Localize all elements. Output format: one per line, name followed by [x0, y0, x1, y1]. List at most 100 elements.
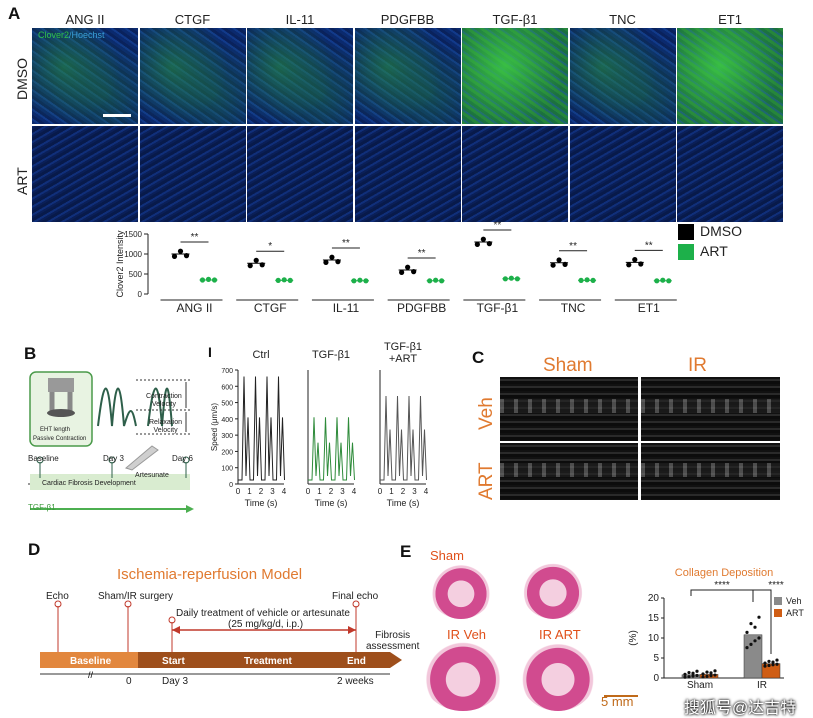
echo-ir-veh: [641, 377, 780, 441]
relaxation-line1: Relaxation: [149, 419, 183, 426]
data-point: [695, 673, 699, 678]
x-axis-label: Time (s): [245, 498, 278, 508]
micrograph-art: [354, 126, 461, 222]
dmso-point: [247, 263, 253, 269]
column-header: TGF-β1: [492, 12, 538, 27]
echo-sham-art: [500, 443, 638, 500]
panel-c-label: C: [472, 348, 485, 367]
contraction-velocity-label: Contraction Velocity: [146, 393, 182, 409]
baseline-bar: [40, 652, 138, 668]
significance-marker: **: [342, 238, 350, 249]
dmso-point: [171, 253, 178, 259]
surgery-label: Sham/IR surgery: [98, 591, 174, 602]
x-axis-label: Time (s): [387, 498, 420, 508]
y-tick-label: 400: [221, 417, 233, 424]
eht-tissue: [47, 409, 75, 417]
significance-marker: **: [418, 248, 426, 259]
category-label: IL-11: [333, 301, 360, 314]
day6-label: Day 6: [172, 454, 193, 463]
timeline-arrow-icon: [390, 652, 402, 668]
data-point: [705, 670, 709, 674]
data-point: [763, 661, 767, 665]
data-point: [709, 671, 713, 675]
data-point: [683, 675, 687, 679]
dose-label: (25 mg/kg/d, i.p.): [228, 619, 304, 630]
data-point: [745, 630, 749, 634]
micrograph-dmso: [569, 28, 676, 124]
art-point: [281, 277, 287, 283]
column-header: ANG II: [65, 12, 105, 27]
data-point: [749, 642, 753, 646]
bar-art-ir: [761, 663, 781, 679]
legend-dmso-swatch: [678, 224, 694, 240]
micrograph-art: [462, 126, 568, 222]
data-point: [691, 671, 695, 675]
data-point: [701, 672, 705, 676]
heart-ir-art: [520, 641, 596, 711]
micrograph-dmso: [139, 28, 246, 124]
micrograph-art: [677, 126, 783, 222]
category-label: IR: [757, 680, 767, 691]
legend-art-swatch: [678, 244, 694, 260]
treatment-bar: [138, 652, 390, 668]
contraction-line2: Velocity: [151, 401, 176, 408]
significance-marker: *: [268, 241, 272, 252]
bar-veh-ir: [743, 634, 763, 679]
x-tick-label: 4: [424, 487, 429, 496]
timeline-schematic: //: [40, 600, 402, 680]
col-sham: Sham: [543, 355, 593, 376]
y-tick-label: 300: [221, 433, 233, 440]
data-point: [709, 674, 713, 678]
data-point: [763, 664, 767, 668]
micrograph-dmso: [354, 28, 461, 124]
column-header: CTGF: [174, 12, 211, 27]
data-point: [713, 669, 717, 673]
y-tick-label: 600: [221, 384, 233, 391]
category-label: TGF-β1: [477, 301, 519, 314]
trace-title: +ART: [389, 353, 418, 365]
panel-b-label: B: [24, 344, 37, 363]
significance-marker: ****: [768, 580, 784, 591]
micrograph-dmso: [247, 28, 353, 124]
legend-swatch: [774, 597, 782, 605]
stain-label: Clover2/Hoechst: [38, 30, 105, 40]
data-point: [695, 669, 699, 673]
art-point: [357, 277, 363, 283]
stain-label-hoechst: /Hoechst: [69, 30, 105, 40]
passive-contraction-label: Passive Contraction: [33, 436, 87, 442]
arrow-icon: [186, 505, 194, 513]
ir-art-label: IR ART: [539, 627, 581, 642]
dmso-point: [626, 262, 632, 268]
baseline-bar-label: Baseline: [70, 656, 112, 667]
chart-title: Collagen Deposition: [675, 567, 773, 579]
heart-scale-bar: [604, 695, 638, 697]
significance-marker: **: [645, 240, 653, 251]
watermark: 搜狐号@达吉特: [684, 700, 797, 717]
micrograph-art: [569, 126, 676, 222]
development-label: Cardiac Fibrosis Development: [42, 480, 136, 487]
y-tick-label: 100: [221, 466, 233, 473]
sham-label: Sham: [430, 548, 464, 563]
art-point: [433, 277, 439, 283]
trace-title: Ctrl: [252, 349, 269, 361]
row-veh: Veh: [476, 397, 497, 430]
speed-trace: [238, 376, 285, 481]
dmso-point: [632, 257, 638, 263]
x-axis-label: Time (s): [315, 498, 348, 508]
daily-treatment-label: Daily treatment of vehicle or artesunate: [176, 608, 350, 619]
tgf-label: TGF-β1: [28, 503, 56, 512]
y-tick-label: 1500: [124, 230, 142, 239]
dmso-point: [253, 257, 259, 263]
legend-art-label: ART: [700, 243, 728, 259]
micrograph-art: [32, 126, 138, 222]
x-tick-label: 2: [259, 487, 264, 496]
end-label: End: [347, 656, 366, 667]
category-label: CTGF: [254, 301, 287, 314]
legend-label: ART: [786, 608, 804, 618]
eht-pillars: [49, 392, 73, 412]
heart-ir-veh: [422, 641, 504, 711]
y-tick-label: 0: [229, 482, 233, 489]
echo-label: Echo: [46, 591, 69, 602]
dmso-point: [329, 254, 335, 260]
scale-label: 5 mm: [601, 694, 634, 709]
